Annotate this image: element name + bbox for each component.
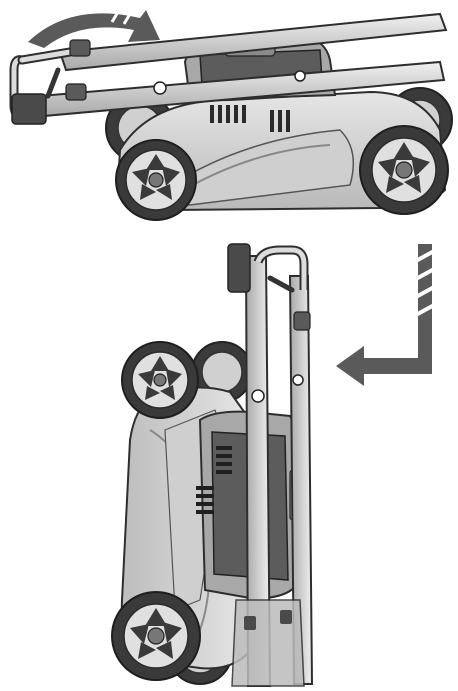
handle-lower-bar (11, 60, 446, 125)
top-wheel-near (121, 341, 199, 419)
front-wheel-near (359, 125, 449, 215)
curved-arrow-icon (28, 10, 160, 48)
bent-down-left-arrow-icon (336, 244, 437, 386)
base-bracket (231, 599, 305, 687)
mower-folded-horizontal (9, 10, 453, 221)
bottom-wheel-near (111, 591, 201, 681)
handle-bar-right-vertical (253, 245, 314, 685)
mower-stored-vertical (111, 243, 314, 687)
handle-knob (45, 39, 91, 101)
rear-wheel-near (115, 139, 197, 221)
